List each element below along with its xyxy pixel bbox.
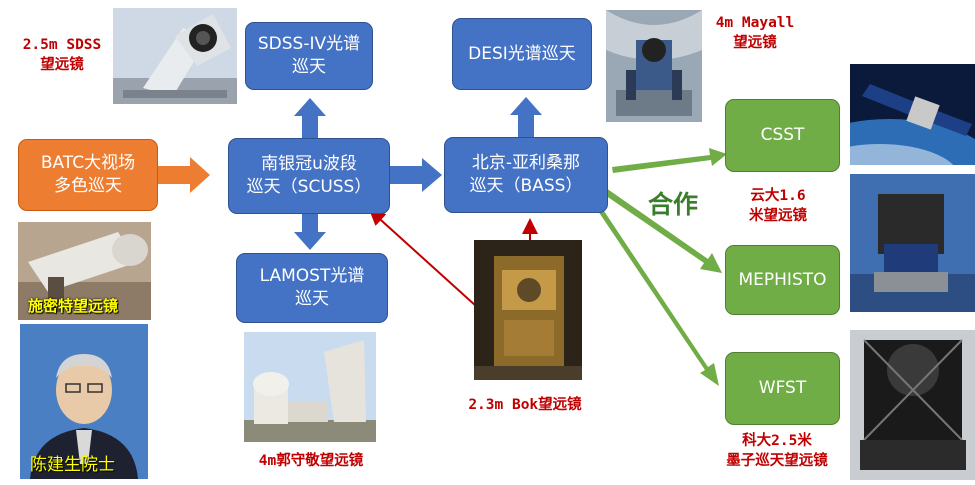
mayall-telescope-label: 4m Mayall 望远镜 [715, 15, 795, 51]
scuss-box: 南银冠u波段 巡天（SCUSS） [228, 138, 390, 214]
sdss-box: SDSS-IV光谱 巡天 [245, 22, 373, 90]
sdss-telescope-photo [113, 8, 237, 104]
arrow-bass-to-desi [510, 97, 542, 137]
bass-box: 北京-亚利桑那 巡天（BASS） [444, 137, 608, 213]
keda-telescope-label: 科大2.5米 墨子巡天望远镜 [726, 433, 828, 469]
bok-telescope-label: 2.3m Bok望远镜 [468, 397, 582, 413]
arrow-bass-to-mephisto [602, 188, 722, 273]
cooperation-label: 合作 [648, 190, 699, 219]
schmidt-telescope-caption: 施密特望远镜 [28, 297, 119, 315]
desi-box: DESI光谱巡天 [452, 18, 592, 90]
arrow-scuss-to-lamost [294, 214, 326, 250]
mephisto-box: MEPHISTO [725, 245, 840, 315]
arrow-scuss-to-sdss [294, 98, 326, 138]
csst-box: CSST [725, 99, 840, 172]
mayall-telescope-photo [606, 10, 702, 122]
csst-satellite-photo [850, 64, 975, 165]
wfst-box: WFST [725, 352, 840, 425]
schmidt-telescope-photo: 施密特望远镜 [18, 222, 151, 320]
academician-photo: 陈建生院士 [20, 324, 148, 479]
academician-caption: 陈建生院士 [30, 455, 115, 475]
mephisto-telescope-photo [850, 174, 975, 312]
arrow-scuss-to-bass [390, 158, 442, 192]
sdss-telescope-label: 2.5m SDSS 望远镜 [22, 37, 102, 73]
bok-telescope-photo [474, 240, 582, 380]
arrow-batc-to-scuss [158, 157, 210, 193]
arrow-bass-to-csst [612, 148, 727, 173]
yunda-telescope-label: 云大1.6 米望远镜 [749, 188, 807, 224]
arrow-bass-to-wfst [596, 205, 719, 386]
lamost-box: LAMOST光谱 巡天 [236, 253, 388, 323]
lamost-telescope-photo [244, 332, 376, 442]
guoshoujing-telescope-label: 4m郭守敬望远镜 [258, 453, 364, 469]
batc-box: BATC大视场 多色巡天 [18, 139, 158, 211]
wfst-telescope-photo [850, 330, 975, 480]
arrow-bok-to-scuss [369, 209, 477, 307]
